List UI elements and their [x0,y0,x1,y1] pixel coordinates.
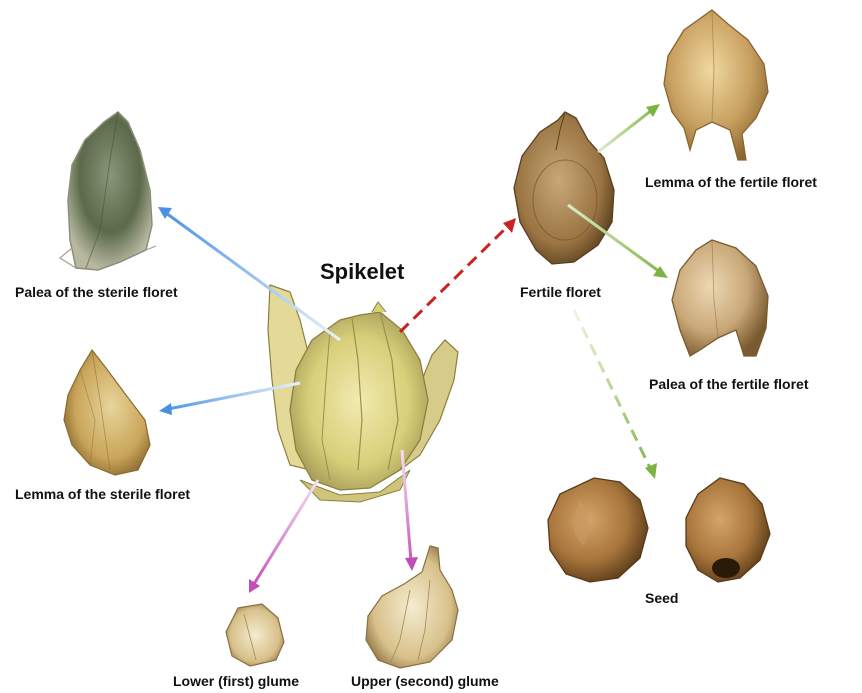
label-palea-sterile: Palea of the sterile floret [15,284,178,300]
sterile-palea-image [60,112,156,270]
label-fertile-floret: Fertile floret [520,284,601,300]
fertile-palea-image [672,240,768,356]
label-palea-fertile: Palea of the fertile floret [649,376,808,392]
arrow-to-lower-glume [249,480,318,593]
fertile-lemma-image [664,10,768,160]
label-lower-glume: Lower (first) glume [173,673,299,689]
arrow-to-upper-glume [402,450,418,571]
spikelet-title: Spikelet [320,259,404,285]
lower-glume-image [226,604,284,666]
label-lemma-fertile: Lemma of the fertile floret [645,174,817,190]
spikelet-image [268,285,458,502]
label-seed: Seed [645,590,678,606]
label-lemma-sterile: Lemma of the sterile floret [15,486,190,502]
fertile-floret-image [514,112,614,264]
arrow-to-sterile-palea [158,207,340,340]
arrow-to-fertile-floret [400,218,516,332]
arrow-to-seed [574,310,657,479]
seed-right-image [686,478,770,582]
label-upper-glume: Upper (second) glume [351,673,499,689]
seed-left-image [548,478,648,582]
arrow-to-fertile-lemma [598,104,660,152]
sterile-lemma-image [64,350,150,475]
